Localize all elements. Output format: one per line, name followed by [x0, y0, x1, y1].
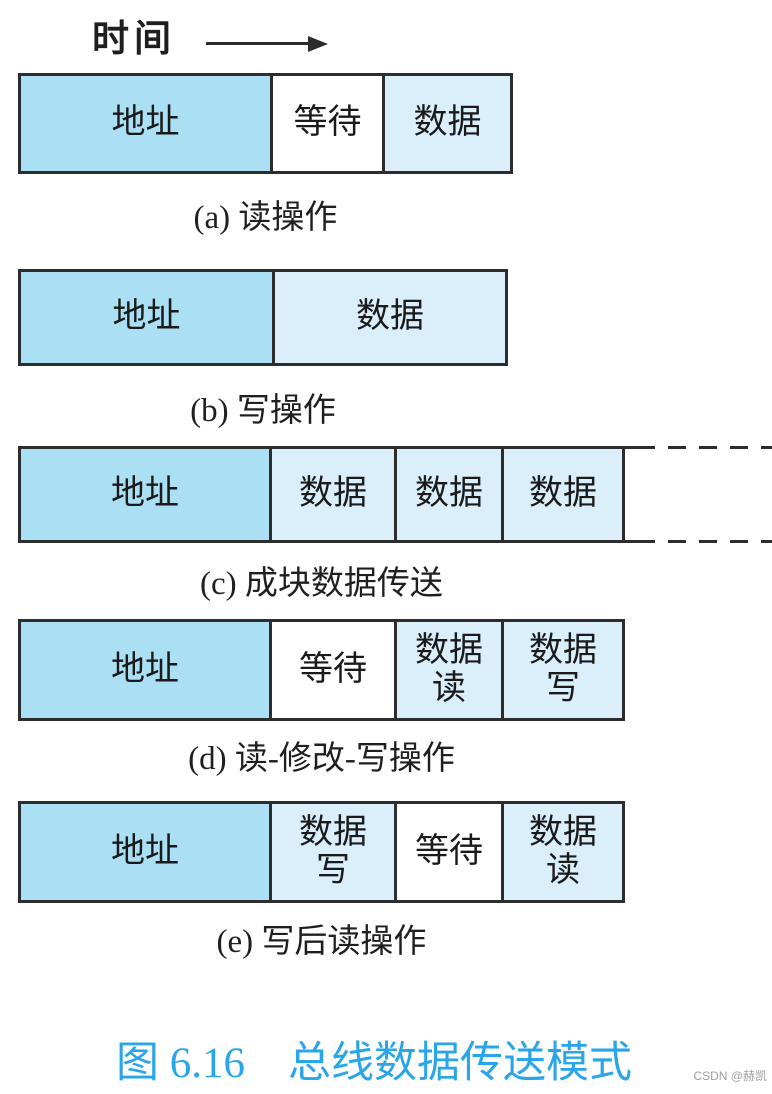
cell-wait: 等待: [394, 804, 501, 900]
cell-wait: 等待: [270, 76, 382, 171]
row-caption-a: (a) 读操作: [193, 200, 338, 236]
bus-box-d: 地址等待数据 读数据 写: [18, 619, 625, 721]
cell-address: 地址: [21, 76, 270, 171]
bus-timeline-c: 地址数据数据数据: [18, 446, 772, 543]
cell-data-read: 数据 读: [501, 804, 622, 900]
cell-data-write: 数据 写: [269, 804, 394, 900]
figure-title: 图 6.16 总线数据传送模式: [116, 1040, 632, 1087]
cell-data-2: 数据: [394, 449, 501, 540]
watermark: CSDN @赫凯: [693, 1069, 767, 1083]
cell-address: 地址: [21, 622, 269, 718]
continuation-solid-top: [625, 446, 655, 449]
arrow-head: [308, 36, 328, 52]
cell-data-write: 数据 写: [501, 622, 622, 718]
bus-row-d: 地址等待数据 读数据 写 (d) 读-修改-写操作: [18, 619, 625, 779]
cell-data-read: 数据 读: [394, 622, 501, 718]
bus-timeline-e: 地址数据 写等待数据 读: [18, 801, 625, 903]
cell-data: 数据: [272, 272, 505, 363]
bus-row-c: 地址数据数据数据(c) 成块数据传送: [18, 446, 772, 604]
continuation-dash-top: [655, 446, 772, 449]
bus-timeline-a: 地址等待数据: [18, 73, 513, 174]
bus-row-e: 地址数据 写等待数据 读 (e) 写后读操作: [18, 801, 625, 962]
cell-data: 数据: [382, 76, 510, 171]
row-caption-c: (c) 成块数据传送: [200, 566, 443, 602]
time-axis-label: 时间: [92, 19, 176, 60]
continuation-dashes: [625, 446, 772, 543]
bus-box-a: 地址等待数据: [18, 73, 513, 174]
row-caption-e: (e) 写后读操作: [216, 924, 427, 960]
cell-address: 地址: [21, 272, 272, 363]
bus-timeline-b: 地址数据: [18, 269, 508, 366]
bus-rows-container: 地址等待数据(a) 读操作地址数据(b) 写操作地址数据数据数据(c) 成块数据…: [18, 0, 772, 1094]
continuation-solid-bottom: [625, 540, 655, 543]
continuation-dash-bottom: [655, 540, 772, 543]
bus-box-b: 地址数据: [18, 269, 508, 366]
right-arrow-icon: [206, 36, 330, 52]
cell-data-1: 数据: [269, 449, 394, 540]
bus-box-e: 地址数据 写等待数据 读: [18, 801, 625, 903]
cell-wait: 等待: [269, 622, 394, 718]
cell-data-3: 数据: [501, 449, 622, 540]
arrow-shaft: [206, 42, 310, 45]
bus-row-a: 地址等待数据 (a) 读操作: [18, 73, 513, 238]
bus-box-c: 地址数据数据数据: [18, 446, 625, 543]
cell-address: 地址: [21, 449, 269, 540]
bus-row-b: 地址数据 (b) 写操作: [18, 269, 508, 431]
bus-timeline-d: 地址等待数据 读数据 写: [18, 619, 625, 721]
cell-address: 地址: [21, 804, 269, 900]
row-caption-d: (d) 读-修改-写操作: [188, 741, 455, 777]
row-caption-b: (b) 写操作: [190, 393, 336, 429]
